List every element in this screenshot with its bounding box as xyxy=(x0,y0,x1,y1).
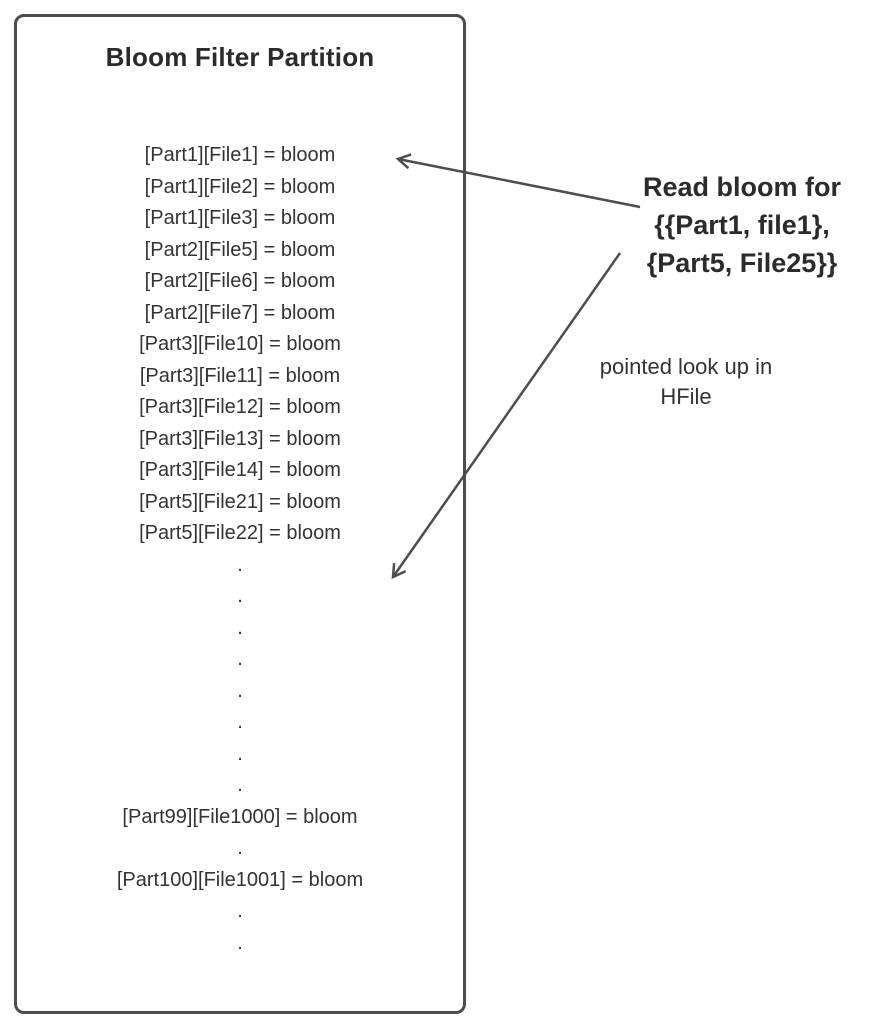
pointed-lookup-line-2: HFile xyxy=(660,384,712,409)
dot-item: . xyxy=(237,837,243,859)
partition-entry: [Part3][File13] = bloom xyxy=(139,427,341,450)
dot-item: . xyxy=(237,711,243,733)
partition-entry: [Part2][File5] = bloom xyxy=(144,238,336,261)
partition-entry: [Part5][File21] = bloom xyxy=(139,490,341,513)
read-bloom-line-3: {Part5, File25}} xyxy=(646,248,838,278)
partition-entry: [Part3][File11] = bloom xyxy=(139,364,341,387)
dot-item: . xyxy=(237,774,243,796)
dot-item: . xyxy=(237,585,243,607)
partition-entry: [Part1][File1] = bloom xyxy=(144,144,336,166)
partition-entry: [Part5][File22] = bloom xyxy=(139,522,341,544)
bloom-filter-partition-box xyxy=(14,14,466,1014)
partition-entry: [Part100][File1001] = bloom xyxy=(116,868,364,891)
partition-entry: [Part2][File6] = bloom xyxy=(144,270,336,292)
dot-item: . xyxy=(237,900,243,922)
partition-box-title: Bloom Filter Partition xyxy=(105,42,375,72)
dot-item: . xyxy=(237,931,243,954)
dot-item: . xyxy=(237,742,243,765)
read-bloom-annotation: Read bloom for {{Part1, file1}, {Part5, … xyxy=(600,168,884,282)
dot-item: . xyxy=(237,679,243,702)
partition-entry: [Part1][File3] = bloom xyxy=(144,207,336,229)
dot-item: . xyxy=(237,648,243,670)
read-bloom-line-2: {{Part1, file1}, xyxy=(654,210,830,240)
partition-entry: [Part3][File10] = bloom xyxy=(139,333,341,355)
dot-item: . xyxy=(237,616,243,639)
partition-entry: [Part3][File12] = bloom xyxy=(139,396,341,418)
dot-item: . xyxy=(237,553,243,576)
pointed-lookup-line-1: pointed look up in xyxy=(599,354,773,379)
pointed-lookup-annotation: pointed look up in HFile xyxy=(566,352,806,412)
read-bloom-line-1: Read bloom for xyxy=(642,172,841,202)
partition-entry: [Part1][File2] = bloom xyxy=(144,175,336,198)
partition-entry: [Part2][File7] = bloom xyxy=(144,301,336,324)
partition-list: [Part1][File1] = bloom [Part1][File2] = b… xyxy=(14,140,466,959)
partition-entry: [Part3][File14] = bloom xyxy=(139,459,341,481)
partition-entry: [Part99][File1000] = bloom xyxy=(122,805,358,828)
